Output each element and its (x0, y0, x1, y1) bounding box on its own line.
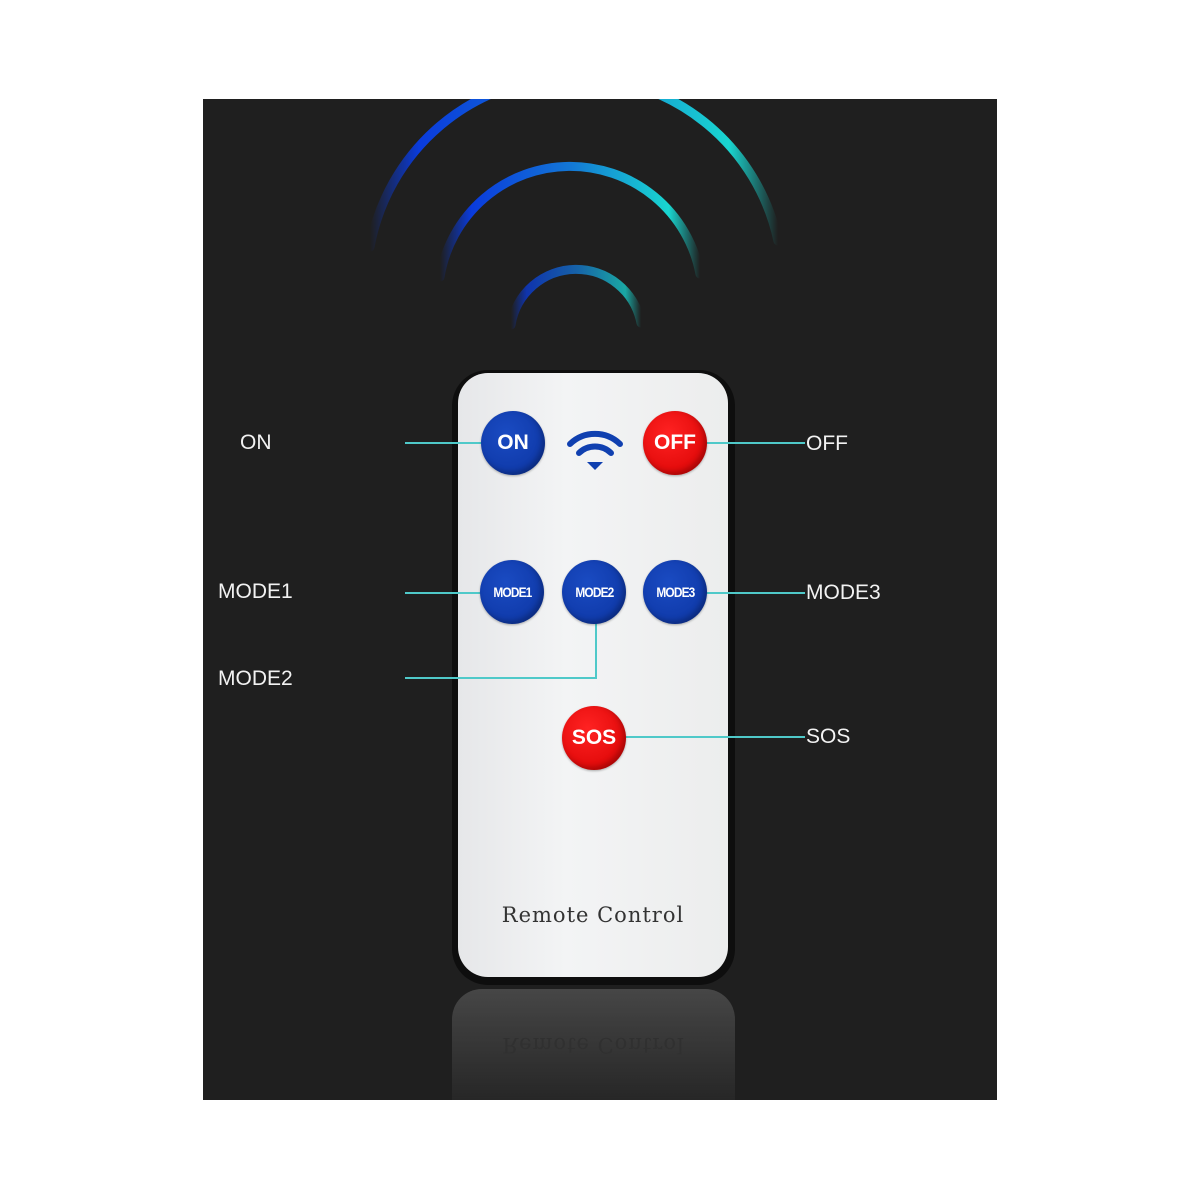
wifi-icon (567, 430, 623, 470)
label-mode3: MODE3 (806, 581, 881, 604)
signal-arc-inner (506, 264, 646, 330)
off-button-label: OFF (654, 431, 696, 454)
label-mode2: MODE2 (218, 667, 293, 690)
on-button[interactable]: ON (481, 411, 545, 475)
off-button[interactable]: OFF (643, 411, 707, 475)
on-button-label: ON (497, 431, 529, 454)
mode1-button-label: MODE1 (492, 584, 532, 600)
callout-line-on (405, 442, 513, 444)
callout-line-mode2 (405, 677, 597, 679)
signal-arc-middle (435, 161, 705, 282)
label-mode1: MODE1 (218, 580, 293, 603)
mode3-button[interactable]: MODE3 (643, 560, 707, 624)
product-panel: Remote Control Remote Control ON OFF MOD… (203, 99, 997, 1100)
callout-line-mode1 (405, 592, 513, 594)
mode2-button[interactable]: MODE2 (562, 560, 626, 624)
remote-reflection: Remote Control (452, 989, 735, 1100)
sos-button-label: SOS (571, 726, 617, 749)
label-on: ON (240, 431, 272, 454)
mode2-button-label: MODE2 (574, 584, 614, 600)
label-sos: SOS (806, 725, 851, 748)
callout-line-mode3 (675, 592, 805, 594)
callout-line-off (675, 442, 805, 444)
callout-line-mode2-vertical (595, 620, 597, 679)
sos-button[interactable]: SOS (562, 706, 626, 770)
signal-arc-outer (365, 99, 783, 252)
signal-waves-icon (365, 99, 783, 330)
remote-reflection-text: Remote Control (502, 1033, 685, 1057)
label-off: OFF (806, 432, 848, 455)
mode1-button[interactable]: MODE1 (480, 560, 544, 624)
mode3-button-label: MODE3 (655, 584, 695, 600)
callout-line-sos (594, 736, 805, 738)
remote-brand-text: Remote Control (501, 903, 685, 927)
